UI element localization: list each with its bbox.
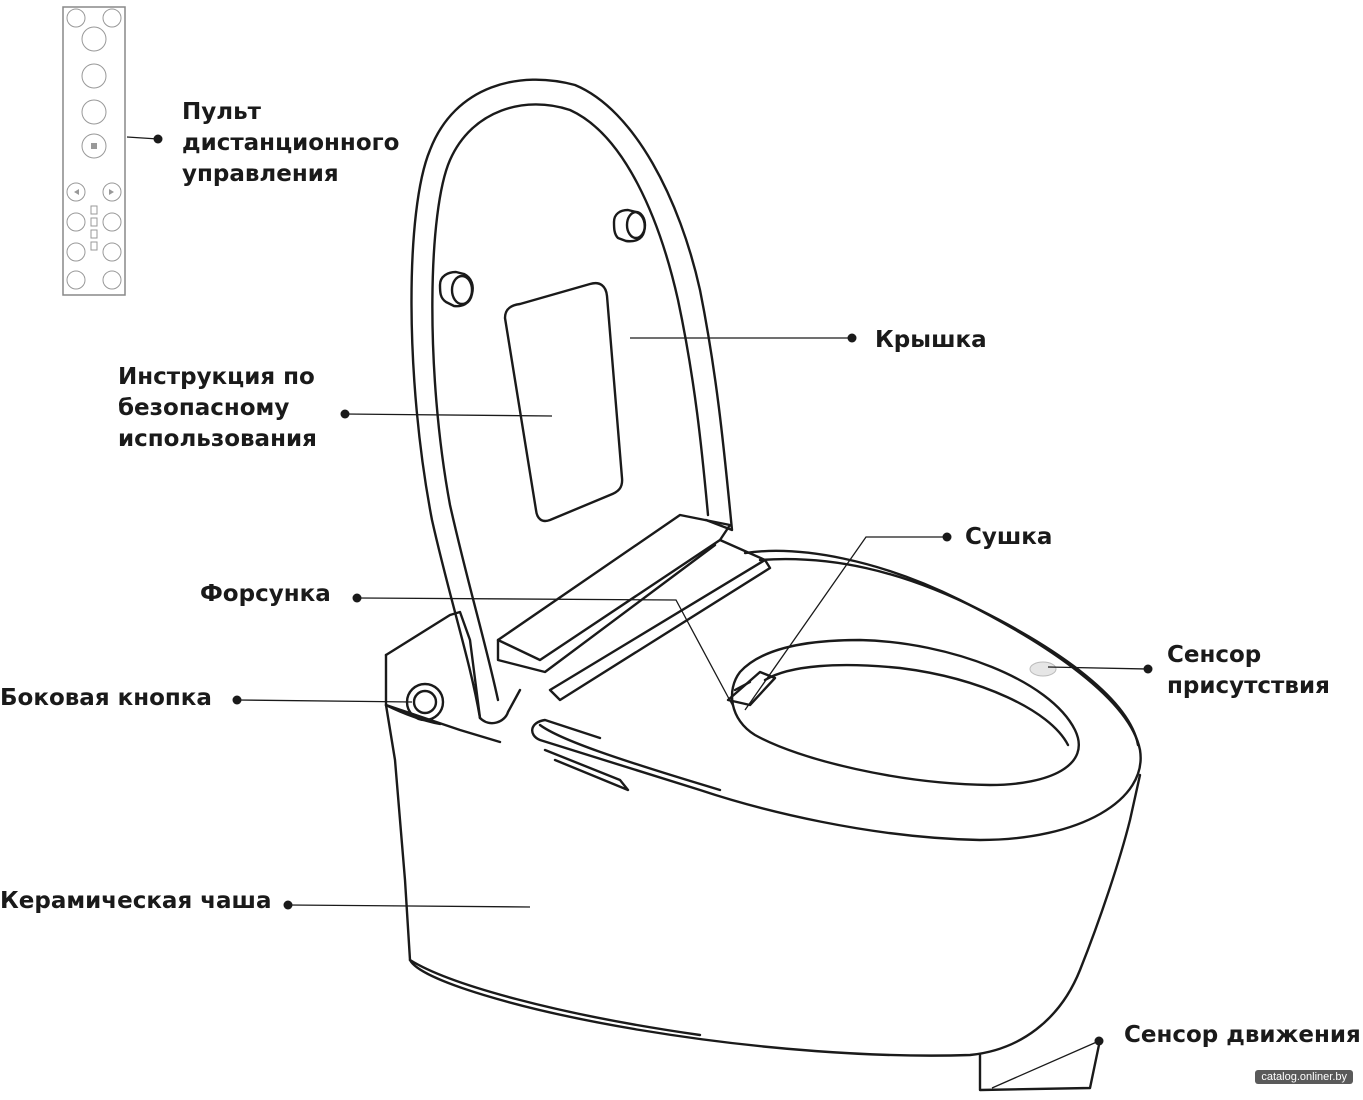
lid-inner <box>431 103 710 702</box>
label-side-button: Боковая кнопка <box>0 685 212 711</box>
bowl-outline <box>384 703 1142 1057</box>
label-lid: Крышка <box>875 327 987 353</box>
instruction-plate <box>503 282 624 523</box>
presence-sensor-spot <box>1029 661 1057 677</box>
seat-outer <box>531 549 1142 842</box>
remote-control <box>62 6 126 296</box>
label-nozzle: Форсунка <box>200 581 331 607</box>
label-motion-sensor: Сенсор движения <box>1124 1022 1361 1048</box>
seat-hole <box>730 638 1080 787</box>
label-bowl: Керамическая чаша <box>0 888 272 914</box>
side-button-ring <box>405 682 445 722</box>
watermark: catalog.onliner.by <box>1255 1070 1353 1084</box>
tank <box>384 610 482 720</box>
label-dryer: Сушка <box>965 524 1053 550</box>
lid-outer <box>410 78 734 720</box>
seat-top <box>758 557 1140 747</box>
